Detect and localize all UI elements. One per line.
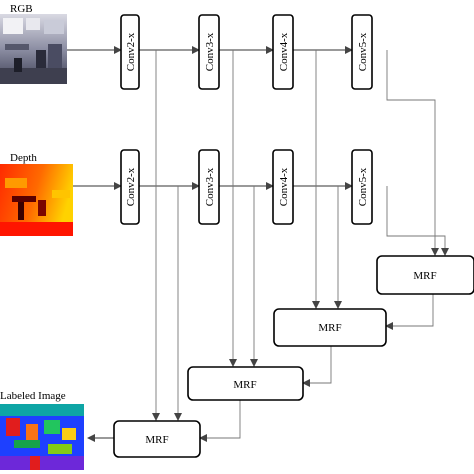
labeled-image	[0, 404, 84, 470]
rgb-label: RGB	[10, 3, 33, 15]
depth-skip-connections	[174, 186, 449, 421]
rgb-image	[0, 14, 67, 84]
mrf-block-4	[376, 255, 474, 295]
mrf-chain-arrows	[87, 294, 434, 442]
depth-conv2-block	[120, 149, 140, 225]
rgb-conv4-block	[272, 14, 294, 90]
mrf-block-3	[273, 308, 387, 347]
mrf-block-2	[187, 366, 304, 401]
rgb-conv4-label: Conv4-x	[278, 32, 290, 71]
rgb-conv3-label: Conv3-x	[204, 32, 216, 71]
depth-conv4-label: Conv4-x	[278, 167, 290, 206]
depth-conv5-block	[351, 149, 373, 225]
rgb-conv5-block	[351, 14, 373, 90]
mrf-label-4: MRF	[413, 270, 436, 282]
rgb-conv2-label: Conv2-x	[125, 32, 137, 71]
depth-conv-blocks: Conv2-x Conv3-x Conv4-x Conv5-x	[120, 149, 373, 225]
rgb-conv3-block	[198, 14, 220, 90]
depth-label: Depth	[10, 152, 37, 164]
rgb-skip-connections	[152, 50, 439, 421]
mrf-label-1: MRF	[145, 434, 168, 446]
depth-conv4-block	[272, 149, 294, 225]
mrf-label-2: MRF	[233, 379, 256, 391]
depth-conv2-label: Conv2-x	[125, 167, 137, 206]
mrf-blocks: MRF MRF MRF MRF	[113, 255, 474, 458]
depth-conv5-label: Conv5-x	[357, 167, 369, 206]
rgb-conv-blocks: Conv2-x Conv3-x Conv4-x Conv5-x	[120, 14, 373, 90]
rgb-conv5-label: Conv5-x	[357, 32, 369, 71]
depth-conv3-block	[198, 149, 220, 225]
output-label: Labeled Image	[0, 390, 66, 402]
rgb-conv2-block	[120, 14, 140, 90]
mrf-block-1	[113, 420, 201, 458]
mrf-label-3: MRF	[318, 322, 341, 334]
depth-conv3-label: Conv3-x	[204, 167, 216, 206]
depth-image	[0, 164, 73, 236]
